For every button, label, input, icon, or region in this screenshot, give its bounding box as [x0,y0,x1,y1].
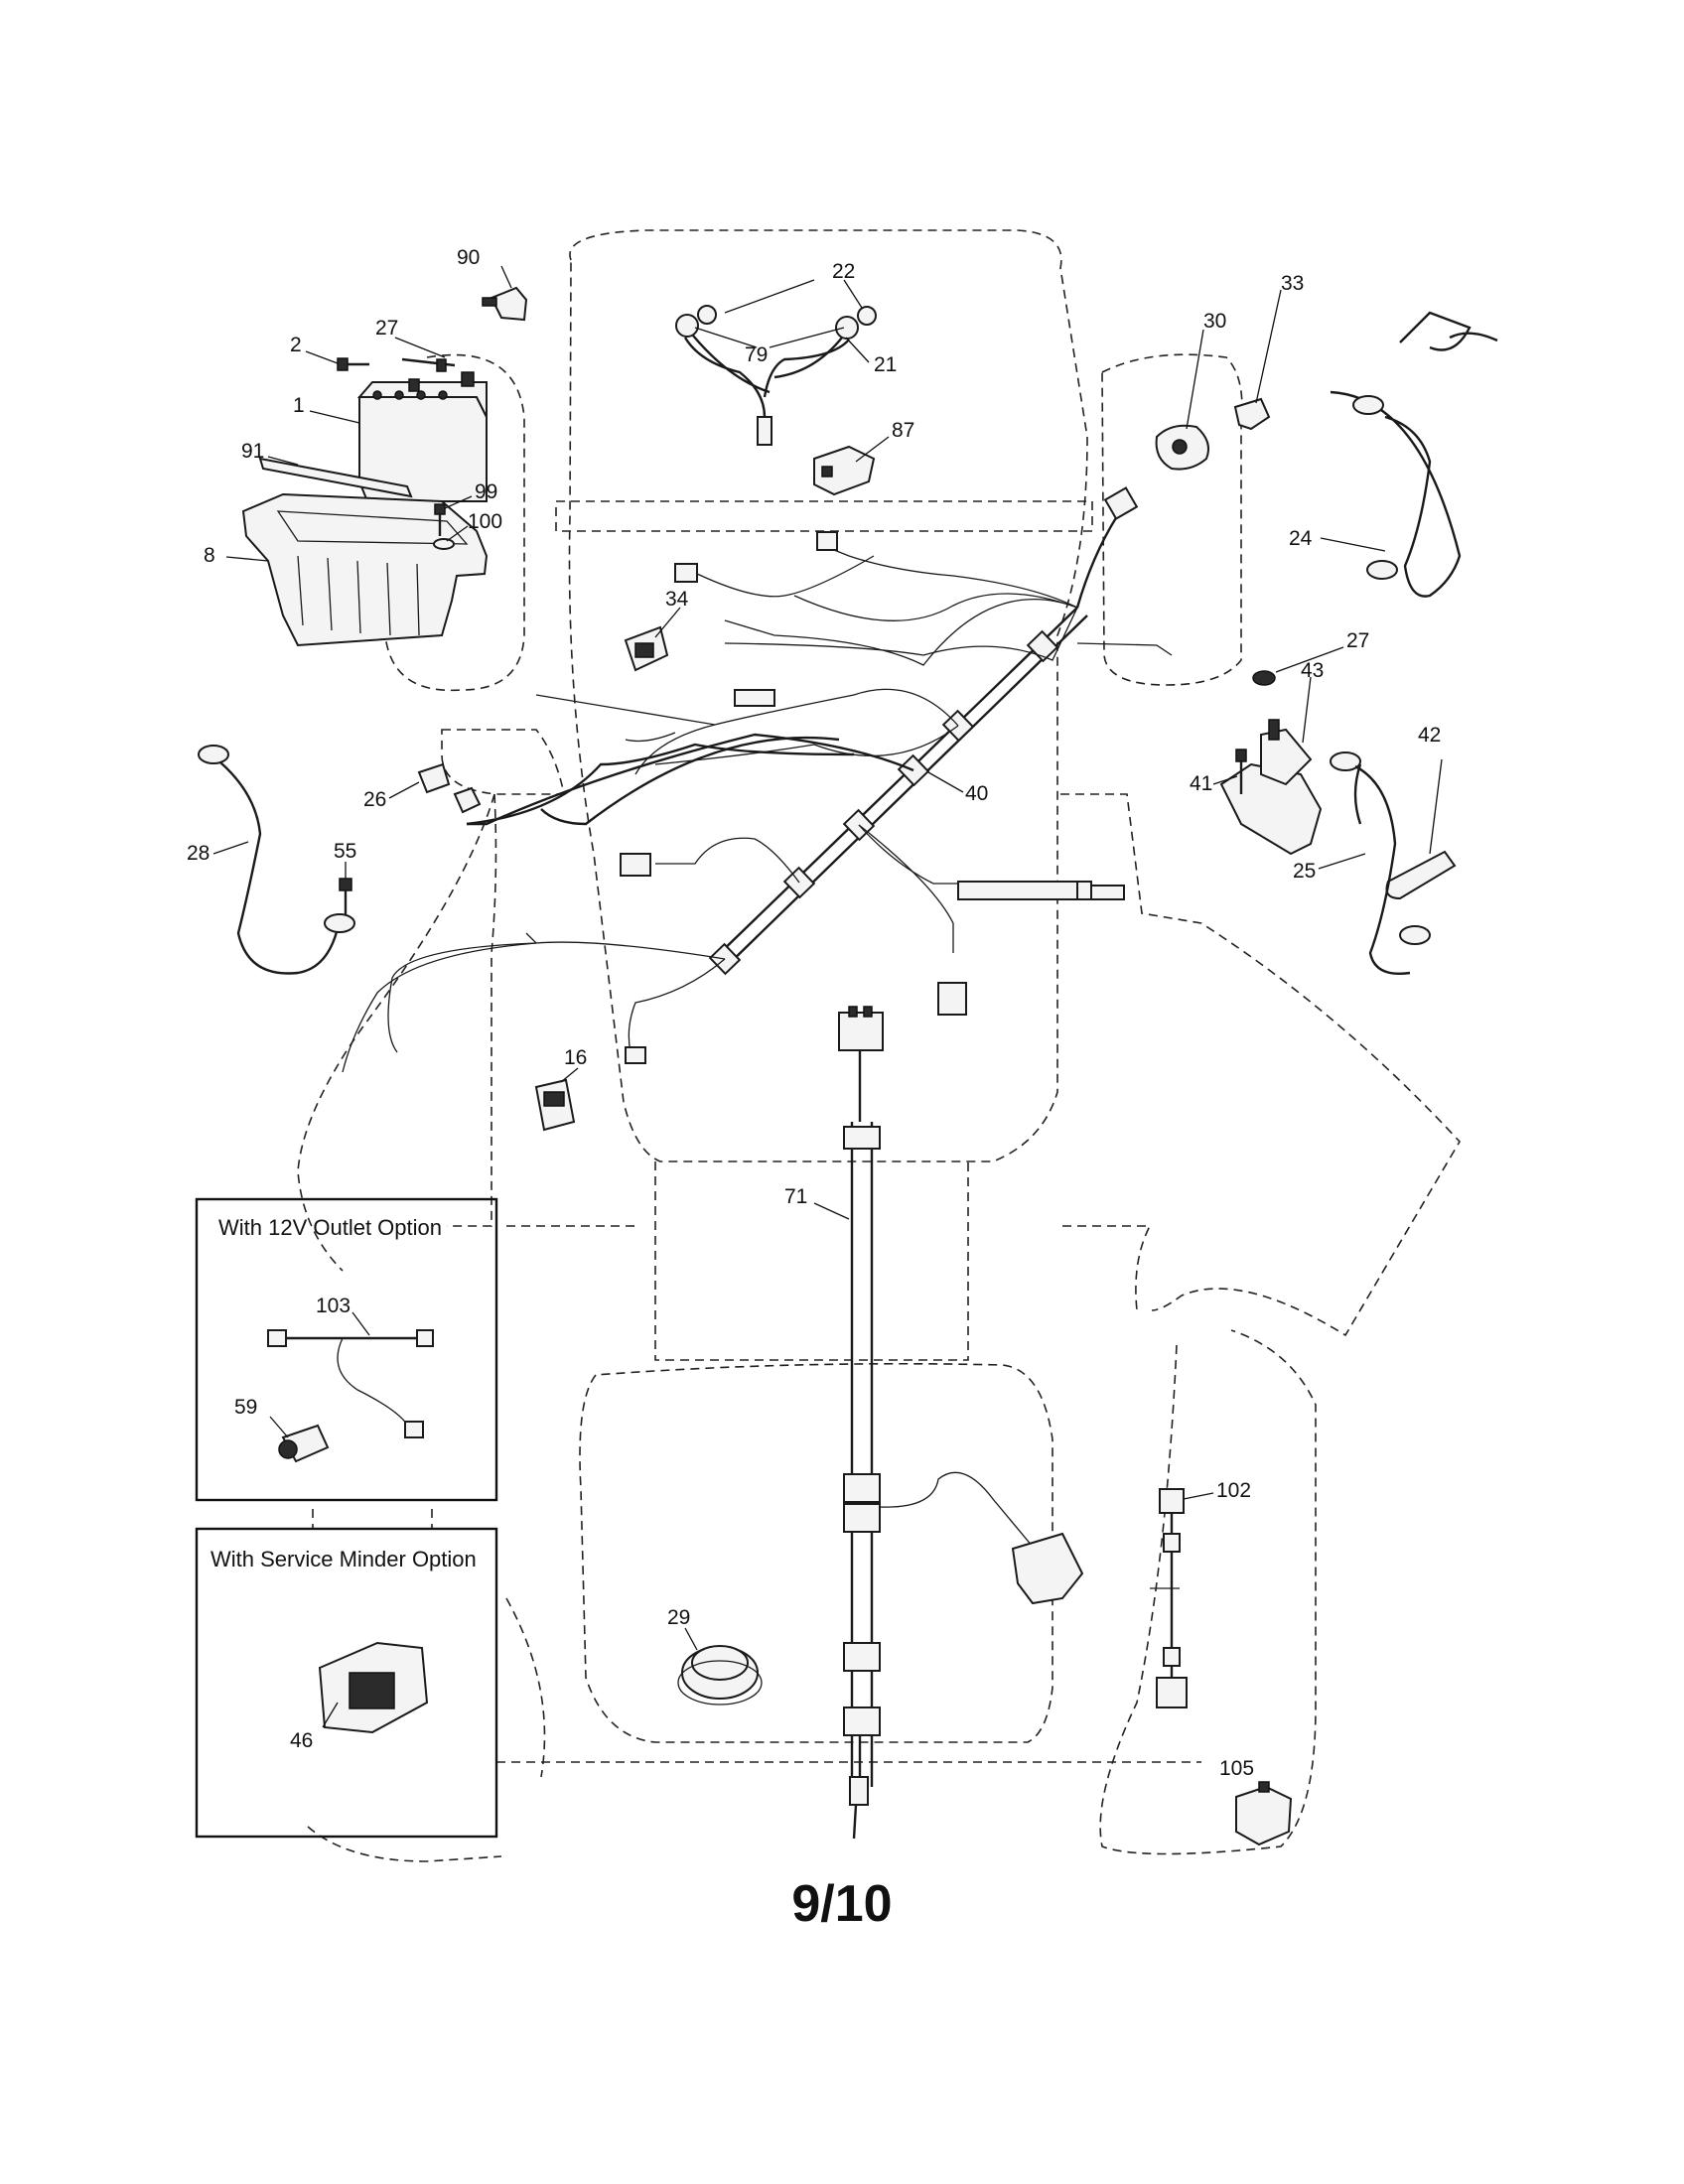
part-87-switch [813,445,876,496]
part-91-strap [258,457,413,498]
part-labels: 90 22 2 27 79 21 33 30 1 87 91 99 100 8 … [187,246,1441,1780]
label-28: 28 [187,842,210,865]
label-99: 99 [475,480,497,503]
part-71-harness [838,1006,1084,1840]
part-30-ignition [1155,424,1209,471]
option-box-service-minder: With Service Minder Option [195,1527,498,1839]
label-102: 102 [1216,1479,1251,1502]
part-90-connector [482,286,528,322]
label-2: 2 [290,334,302,356]
part-2-bolt [337,357,369,371]
option-box-12v-outlet: With 12V Outlet Option [195,1197,498,1502]
label-55: 55 [334,840,356,863]
label-24: 24 [1289,527,1313,550]
part-59-outlet [278,1424,330,1463]
label-79: 79 [745,343,768,366]
option-box-service-minder-title: With Service Minder Option [210,1547,477,1571]
label-27-right: 27 [1346,629,1369,652]
label-40: 40 [965,782,988,805]
label-91: 91 [241,440,264,463]
part-46-service-minder [318,1641,429,1734]
part-40-main-harness [342,486,1173,1073]
part-43-solenoid [1219,719,1323,856]
tractor-outline [297,229,1461,1862]
label-103: 103 [316,1295,351,1317]
part-26-fuse-holder [417,762,482,814]
label-33: 33 [1281,272,1304,295]
label-100: 100 [468,510,502,533]
label-26: 26 [363,788,386,811]
part-55-screw [339,878,352,915]
label-87: 87 [892,419,914,442]
label-46: 46 [290,1729,313,1752]
part-42-boot [1385,850,1457,900]
part-29-hour-meter [677,1645,763,1706]
option-box-12v-title: With 12V Outlet Option [218,1215,442,1240]
label-71: 71 [784,1185,807,1208]
leader-lines [212,265,1443,1728]
part-25-cable [1330,751,1431,975]
part-28-cable [198,745,355,975]
label-90: 90 [457,246,480,269]
label-22: 22 [832,260,855,283]
label-25: 25 [1293,860,1316,883]
label-27-top: 27 [375,317,398,340]
part-8-battery-tray [241,492,489,647]
label-43: 43 [1301,659,1324,682]
label-1: 1 [293,394,305,417]
page-number: 9/10 [791,1875,892,1933]
label-34: 34 [665,588,689,611]
part-16-switch [534,1078,576,1132]
part-102-harness [1150,1488,1188,1708]
label-105: 105 [1219,1757,1254,1780]
part-21-22-79-headlights [675,305,877,446]
label-8: 8 [204,544,215,567]
label-16: 16 [564,1046,587,1069]
part-41-bolt [1235,749,1247,794]
part-33-key [1233,397,1271,431]
part-27-nut [1252,670,1276,686]
label-41: 41 [1190,772,1212,795]
part-27-hardware [401,357,456,372]
label-30: 30 [1203,310,1226,333]
part-99-100-hardware [433,503,455,550]
part-34-switch [624,625,669,672]
part-105-relay [1235,1781,1293,1846]
label-29: 29 [667,1606,690,1629]
part-24-cable [1330,311,1498,598]
label-21: 21 [874,353,897,376]
label-42: 42 [1418,724,1441,747]
label-59: 59 [234,1396,257,1419]
